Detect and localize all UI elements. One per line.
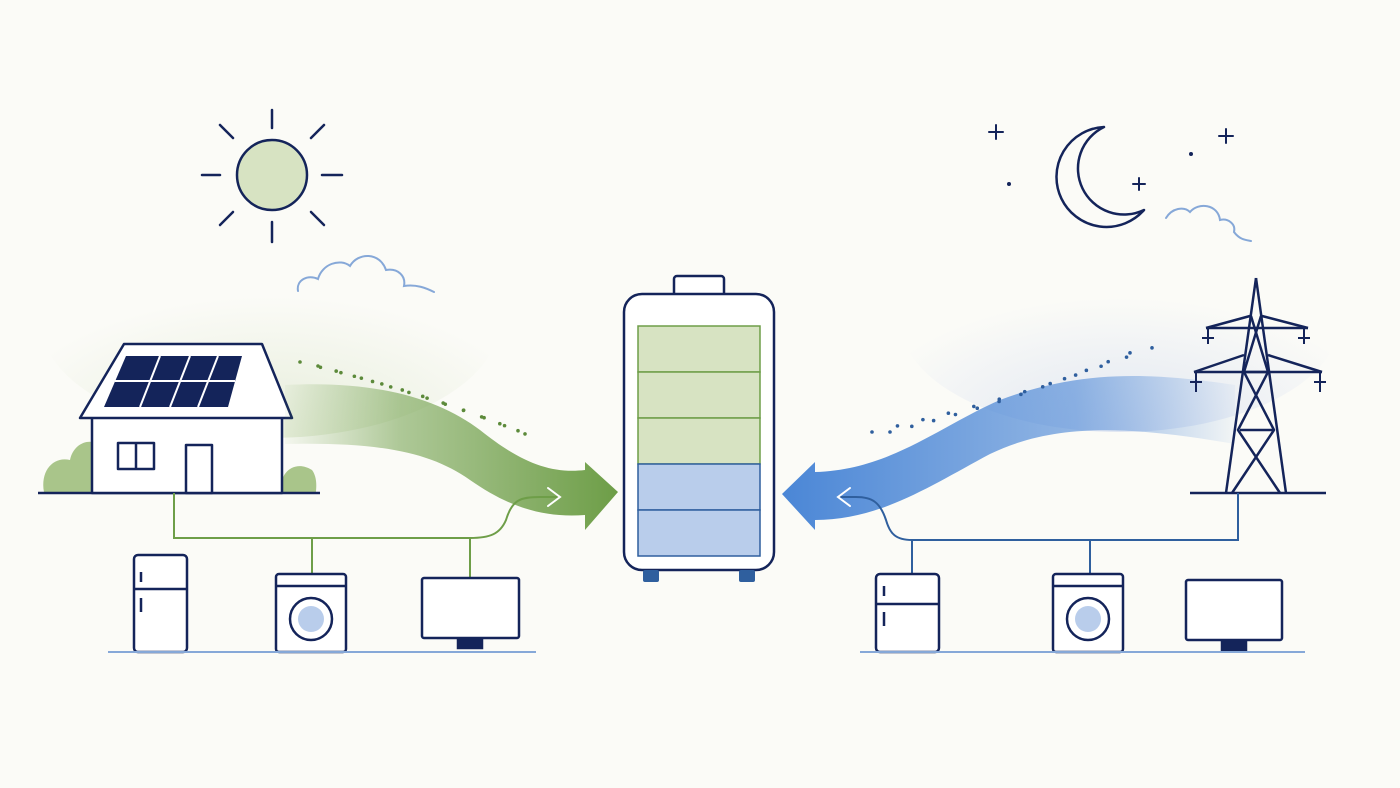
energy-dot	[1022, 389, 1027, 394]
energy-dot	[1099, 364, 1103, 369]
energy-dot	[318, 365, 323, 370]
energy-dot	[1073, 373, 1078, 377]
energy-dot	[407, 390, 411, 395]
grid-flow-arrow	[782, 375, 1235, 530]
energy-dot	[461, 408, 466, 413]
energy-dot	[479, 415, 484, 419]
energy-dot	[1019, 392, 1023, 397]
tv-icon	[1184, 578, 1284, 652]
energy-dot	[1084, 368, 1089, 373]
energy-dot	[370, 379, 375, 384]
washing-machine-icon	[1051, 572, 1125, 654]
energy-dot	[425, 396, 429, 400]
solar-flow-arrow	[285, 384, 618, 530]
energy-dot	[502, 423, 507, 428]
energy-dot	[972, 404, 976, 409]
star-dot-icon	[1007, 182, 1011, 186]
grid-wiring	[838, 493, 1239, 574]
bushes-icon	[43, 441, 317, 492]
energy-dot	[921, 417, 925, 422]
energy-dot	[1062, 376, 1067, 381]
energy-dot	[443, 402, 448, 406]
battery-cell-grid	[637, 463, 761, 511]
energy-dot	[1128, 351, 1132, 355]
energy-dot	[523, 432, 527, 436]
energy-dot	[1048, 381, 1052, 386]
energy-dot	[870, 430, 874, 434]
fridge-icon	[132, 553, 189, 654]
sun-icon	[200, 108, 344, 244]
night-sky-glow	[900, 208, 1340, 432]
washing-machine-icon	[274, 572, 348, 654]
energy-dot	[1106, 359, 1110, 364]
star-dot-icon	[1189, 152, 1193, 156]
energy-dot	[888, 430, 892, 434]
cloud-icon	[1165, 204, 1252, 242]
fridge-icon	[874, 572, 941, 654]
energy-dot	[895, 424, 900, 428]
energy-dot	[339, 370, 343, 375]
battery-cells	[637, 325, 761, 557]
energy-dot	[910, 424, 914, 429]
battery-cell-solar	[637, 371, 761, 419]
energy-particles	[870, 346, 1154, 434]
energy-dot	[997, 399, 1001, 404]
energy-dot	[400, 388, 405, 392]
energy-dot	[975, 406, 980, 411]
energy-dot	[516, 428, 520, 433]
battery-cell-solar	[637, 417, 761, 465]
energy-dot	[380, 382, 384, 386]
solar-wiring	[173, 493, 560, 578]
tv-icon	[420, 576, 521, 650]
energy-dot	[953, 412, 958, 417]
solar-panel-icon	[104, 355, 242, 408]
arrow-right-icon	[547, 487, 562, 507]
cloud-icon	[296, 255, 435, 293]
moon-icon	[1055, 125, 1146, 229]
battery-cell-grid	[637, 509, 761, 557]
energy-dot	[334, 369, 338, 373]
transmission-tower	[1190, 277, 1326, 495]
energy-dot	[498, 421, 502, 426]
energy-dot	[298, 360, 302, 364]
energy-dot	[946, 411, 951, 415]
battery-icon	[622, 274, 776, 582]
energy-dot	[359, 376, 364, 380]
energy-dot	[420, 394, 425, 399]
arrow-left-icon	[836, 487, 851, 507]
energy-dot	[388, 385, 393, 389]
energy-dot	[352, 374, 357, 379]
energy-dot	[1040, 384, 1045, 389]
energy-particles	[298, 360, 527, 436]
battery-cell-solar	[637, 325, 761, 373]
star-icon	[988, 124, 1234, 191]
energy-dot	[1124, 355, 1129, 359]
energy-dot	[931, 418, 936, 423]
energy-dot	[1150, 346, 1154, 350]
